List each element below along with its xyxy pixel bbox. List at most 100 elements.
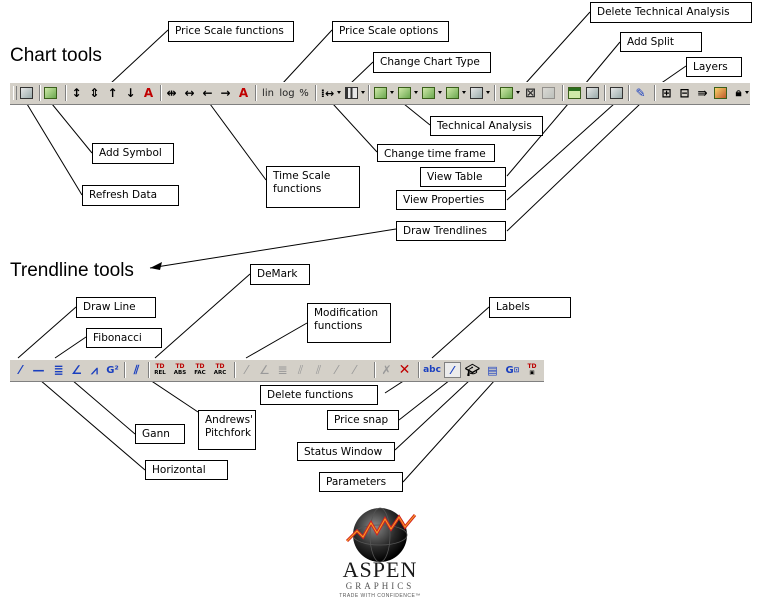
globe-logo-icon [345,507,417,563]
add-symbol-icon [44,87,57,99]
labels-button[interactable]: abc [423,365,441,375]
horizontal-icon: — [32,363,45,377]
layer-remove-button[interactable]: ⊟ [676,85,693,101]
callout-price-scale-functions: Price Scale functions [168,21,294,42]
price-scale-up-button[interactable]: ↑ [107,86,118,100]
log-scale-button[interactable]: log [279,87,295,99]
draw-line-button[interactable]: ⁄ [12,362,29,378]
layer-remove-icon: ⊟ [679,86,690,100]
delete-technical-analysis-button[interactable]: ⊠ [522,85,539,101]
technical-analysis-button-4[interactable] [444,85,461,101]
parameters-icon: ▤ [487,363,498,377]
refresh-icon [20,87,33,99]
time-scale-right-button[interactable]: → [220,86,231,100]
chart-tools-heading: Chart tools [10,45,102,66]
modify-extend-button[interactable]: ⁄ [335,363,338,377]
callout-labels: Labels [489,297,571,318]
modify-fibonacci-button[interactable]: ≣ [277,363,288,377]
percent-scale-button[interactable]: % [299,87,309,99]
status-window-button[interactable]: 🎓︎ [464,362,481,378]
add-symbol-button[interactable] [42,85,59,101]
gann-parameters-button[interactable]: G⊡ [505,364,520,376]
change-chart-type-button[interactable] [343,85,360,101]
gann-fan-button[interactable]: ⩘ [86,362,103,378]
time-scale-auto-button[interactable]: A [238,86,249,100]
callout-view-properties: View Properties [396,190,506,210]
fibonacci-button[interactable]: ≣ [50,362,67,378]
chart-type-icon [345,87,358,99]
study-properties-icon [470,87,483,99]
callout-change-time-frame: Change time frame [377,144,495,162]
layer-add-icon: ⊞ [661,86,672,100]
callout-fibonacci: Fibonacci [86,328,162,348]
price-scale-auto-button[interactable]: A [143,86,154,100]
delete-x-icon: ✕ [398,362,411,378]
change-time-frame-button[interactable]: ⁞↔ [319,85,336,101]
logo-name: ASPEN [342,557,418,582]
modify-parallel-button[interactable]: ⫽ [297,362,304,377]
technical-analysis-button-1[interactable] [372,85,389,101]
andrews-pitchfork-button[interactable]: ⫽ [128,362,145,378]
price-snap-button[interactable]: ⁄ [444,362,461,378]
delete-selected-button[interactable]: ✗ [381,363,392,377]
horizontal-line-button[interactable]: — [30,362,47,378]
lock-icon: 🔒︎ [735,86,742,99]
gann-fan-icon: ⩘ [91,362,98,377]
layer-move-icon: ⇛ [697,86,708,100]
modify-angle-button[interactable]: ∠ [259,363,270,377]
price-scale-down-button[interactable]: ↓ [125,86,136,100]
time-scale-expand-button[interactable]: ↔ [184,86,195,100]
callout-view-table: View Table [420,167,506,187]
price-scale-compress-button[interactable]: ⇕ [89,86,100,100]
technical-analysis-button-3[interactable] [420,85,437,101]
draw-trendlines-button[interactable]: ✎ [632,85,649,101]
callout-refresh-data: Refresh Data [82,185,179,206]
properties-icon [610,87,623,99]
delete-all-button[interactable]: ✕ [396,362,413,378]
callout-add-split: Add Split [620,32,702,52]
view-table-button[interactable] [566,85,583,101]
split-icon [586,87,599,99]
time-scale-left-button[interactable]: ← [202,86,213,100]
view-properties-button[interactable] [608,85,625,101]
callout-change-chart-type: Change Chart Type [373,52,491,73]
layer-image-icon [714,87,727,99]
callout-andrews-pitchfork: Andrews' Pitchfork [198,410,256,450]
modify-line-button[interactable]: ⁄ [245,363,248,377]
time-frame-icon: ⁞↔ [320,86,335,100]
add-technical-analysis-button[interactable] [498,85,515,101]
callout-draw-trendlines: Draw Trendlines [396,221,506,241]
demark-parameters-button[interactable]: TD▣ [527,363,537,377]
gann-square-button[interactable]: G² [106,364,119,376]
layer-lock-button[interactable]: 🔒︎ [730,85,747,101]
modify-pitchfork-button[interactable]: ⫽ [315,362,322,377]
modify-ray-button[interactable]: ⁄ [353,363,356,377]
time-scale-compress-button[interactable]: ⇹ [166,86,177,100]
callout-technical-analysis: Technical Analysis [430,116,543,136]
callout-time-scale-functions: Time Scale functions [266,166,360,208]
delete-technical-analysis-disabled-button[interactable] [540,85,557,101]
callout-delete-technical-analysis: Delete Technical Analysis [590,2,752,23]
layer-image-button[interactable] [712,85,729,101]
linear-scale-button[interactable]: lin [262,87,274,99]
chart-toolbar: ↕ ⇕ ↑ ↓ A ⇹ ↔ ← → A lin log % ⁞↔ ⊠ ✎ ⊞ ⊟… [10,82,750,105]
refresh-data-button[interactable] [18,85,35,101]
callout-price-snap: Price snap [327,410,399,430]
trendline-tools-heading: Trendline tools [10,260,134,281]
price-scale-expand-button[interactable]: ↕ [71,86,82,100]
technical-analysis-button-2[interactable] [396,85,413,101]
technical-analysis-button-5[interactable] [468,85,485,101]
layer-move-button[interactable]: ⇛ [694,85,711,101]
gann-angle-button[interactable]: ∠ [68,362,85,378]
fibonacci-icon: ≣ [53,363,64,377]
parameters-button[interactable]: ▤ [484,362,501,378]
callout-draw-line: Draw Line [76,297,156,318]
layer-add-button[interactable]: ⊞ [658,85,675,101]
study-icon [446,87,459,99]
add-split-button[interactable] [584,85,601,101]
